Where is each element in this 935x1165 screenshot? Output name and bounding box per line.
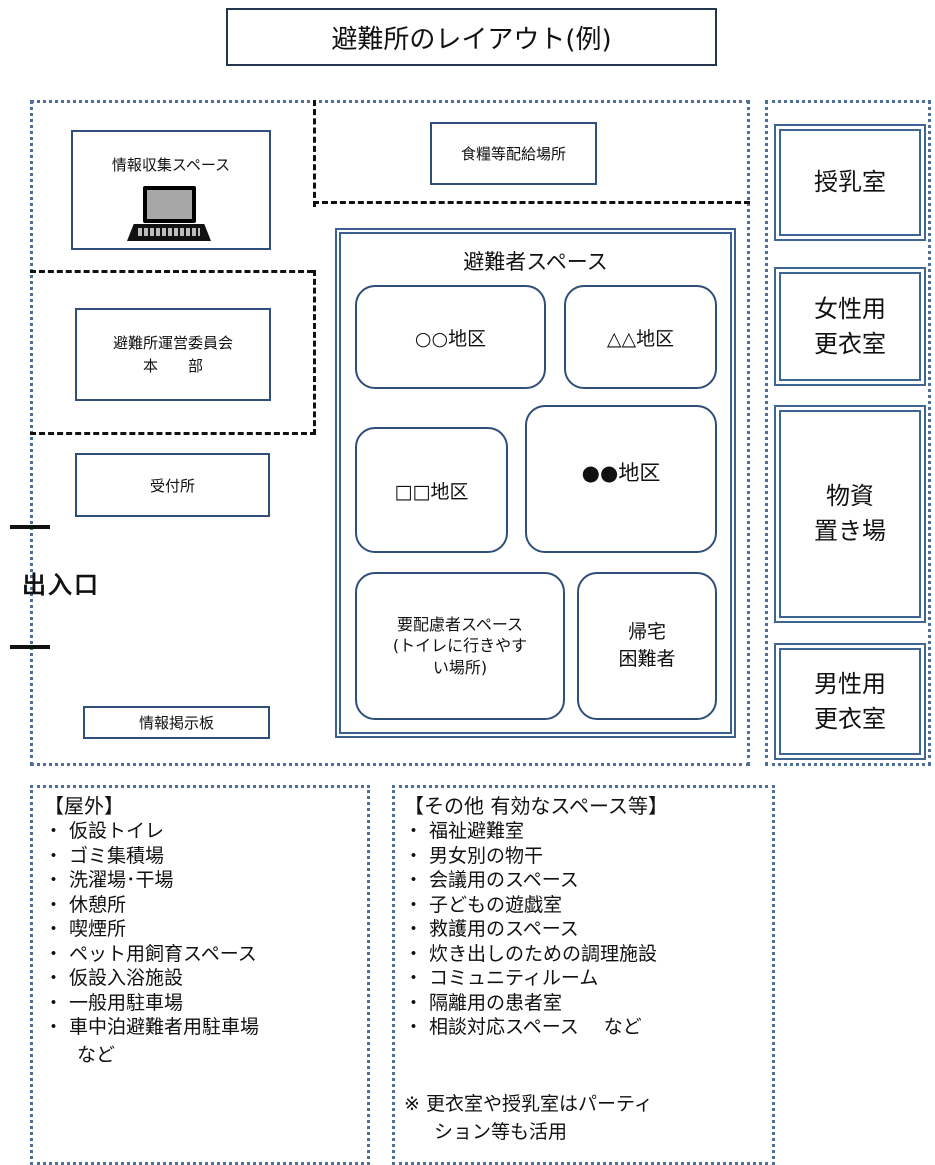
reception-label: 受付所 — [149, 476, 195, 495]
district-triangle-label: △△地区 — [606, 327, 675, 350]
district-circle: ○○地区 — [355, 285, 546, 389]
list-item: ・ ゴミ集積場 — [44, 844, 165, 867]
district-filled-circle-label: ●●地区 — [581, 461, 661, 485]
special-needs-note: (トイレに行きやす — [392, 636, 528, 656]
special-needs-space: 要配慮者スペース (トイレに行きやす い場所) — [355, 572, 565, 720]
district-filled-circle: ●●地区 — [525, 405, 717, 553]
partition-line — [313, 270, 316, 435]
list-item: ・ 隔離用の患者室 — [404, 991, 563, 1014]
list-item: ・ 一般用駐車場 — [44, 991, 184, 1014]
women-changing-room: 女性用 更衣室 — [774, 267, 926, 386]
diagram-title-text: 避難所のレイアウト(例) — [331, 24, 612, 55]
list-item: ・ 福祉避難室 — [404, 820, 525, 842]
special-needs-note: い場所) — [432, 657, 488, 677]
list-item: ・ 救護用のスペース — [404, 918, 579, 940]
list-item: ・ 仮設入浴施設 — [44, 967, 184, 989]
diagram-title: 避難所のレイアウト(例) — [226, 8, 717, 66]
partition-line — [30, 432, 316, 435]
entrance-marker-top — [10, 525, 50, 529]
partition-line — [313, 100, 316, 207]
bulletin-board: 情報掲示板 — [83, 706, 270, 739]
evacuee-area — [335, 228, 736, 738]
special-needs-label: 要配慮者スペース — [396, 614, 524, 634]
nursing-room-label: 授乳室 — [814, 168, 886, 197]
headquarters-label: 本 部 — [142, 356, 203, 375]
info-collection-room: 情報収集スペース — [71, 130, 271, 250]
list-item: ・ 会議用のスペース — [404, 869, 579, 891]
side-rooms-area — [765, 100, 931, 766]
supplies-storage: 物資 置き場 — [774, 405, 926, 623]
men-changing-room: 男性用 更衣室 — [774, 643, 926, 760]
outdoor-etc: など — [77, 1044, 116, 1066]
other-note: ※ 更衣室や授乳室はパーティ — [404, 1093, 653, 1115]
men-changing-label: 更衣室 — [814, 704, 886, 733]
outdoor-title: 【屋外】 — [44, 794, 124, 818]
partition-line — [30, 270, 313, 273]
nursing-room: 授乳室 — [774, 124, 926, 241]
women-changing-label: 女性用 — [814, 294, 886, 323]
list-item: ・ 子どもの遊戯室 — [404, 893, 563, 916]
list-item: ・ 洗濯場･干場 — [44, 869, 174, 891]
district-square: □□地区 — [355, 427, 508, 553]
list-item: ・ コミュニティルーム — [404, 967, 599, 989]
keyboard-keys — [138, 228, 200, 236]
men-changing-label: 男性用 — [814, 669, 886, 698]
other-note: ション等も活用 — [434, 1121, 568, 1143]
stranded-label: 帰宅 — [627, 621, 666, 644]
evacuee-area-title: 避難者スペース — [463, 250, 608, 274]
list-item: ・ 仮設トイレ — [44, 820, 165, 842]
supplies-storage-label: 物資 — [826, 482, 874, 511]
other-title: 【その他 有効なスペース等】 — [404, 794, 668, 818]
district-triangle: △△地区 — [564, 285, 717, 389]
list-item: ・ ペット用飼育スペース — [44, 942, 257, 965]
list-item: ・ 車中泊避難者用駐車場 — [44, 1016, 260, 1038]
laptop-screen — [147, 190, 192, 219]
info-collection-label: 情報収集スペース — [111, 156, 231, 174]
bulletin-board-label: 情報掲示板 — [138, 714, 214, 732]
food-distribution-area: 食糧等配給場所 — [430, 122, 597, 185]
list-item: ・ 相談対応スペース など — [404, 1016, 642, 1038]
supplies-storage-label: 置き場 — [814, 517, 886, 545]
stranded-label: 困難者 — [618, 648, 676, 670]
food-distribution-label: 食糧等配給場所 — [460, 145, 566, 163]
committee-label: 避難所運営委員会 — [112, 334, 233, 352]
list-item: ・ 喫煙所 — [44, 918, 127, 940]
district-circle-label: ○○地区 — [414, 327, 487, 350]
list-item: ・ 休憩所 — [44, 893, 127, 916]
list-item: ・ 男女別の物干 — [404, 844, 544, 867]
entrance-marker-bottom — [10, 645, 50, 649]
women-changing-label: 更衣室 — [814, 329, 886, 358]
reception-desk: 受付所 — [75, 453, 270, 517]
district-square-label: □□地区 — [394, 480, 469, 503]
committee-headquarters: 避難所運営委員会 本 部 — [75, 308, 271, 401]
stranded-commuters-space: 帰宅 困難者 — [577, 572, 717, 720]
list-item: ・ 炊き出しのための調理施設 — [404, 942, 658, 965]
partition-line — [313, 201, 750, 204]
entrance-label: 出入口 — [22, 571, 100, 599]
